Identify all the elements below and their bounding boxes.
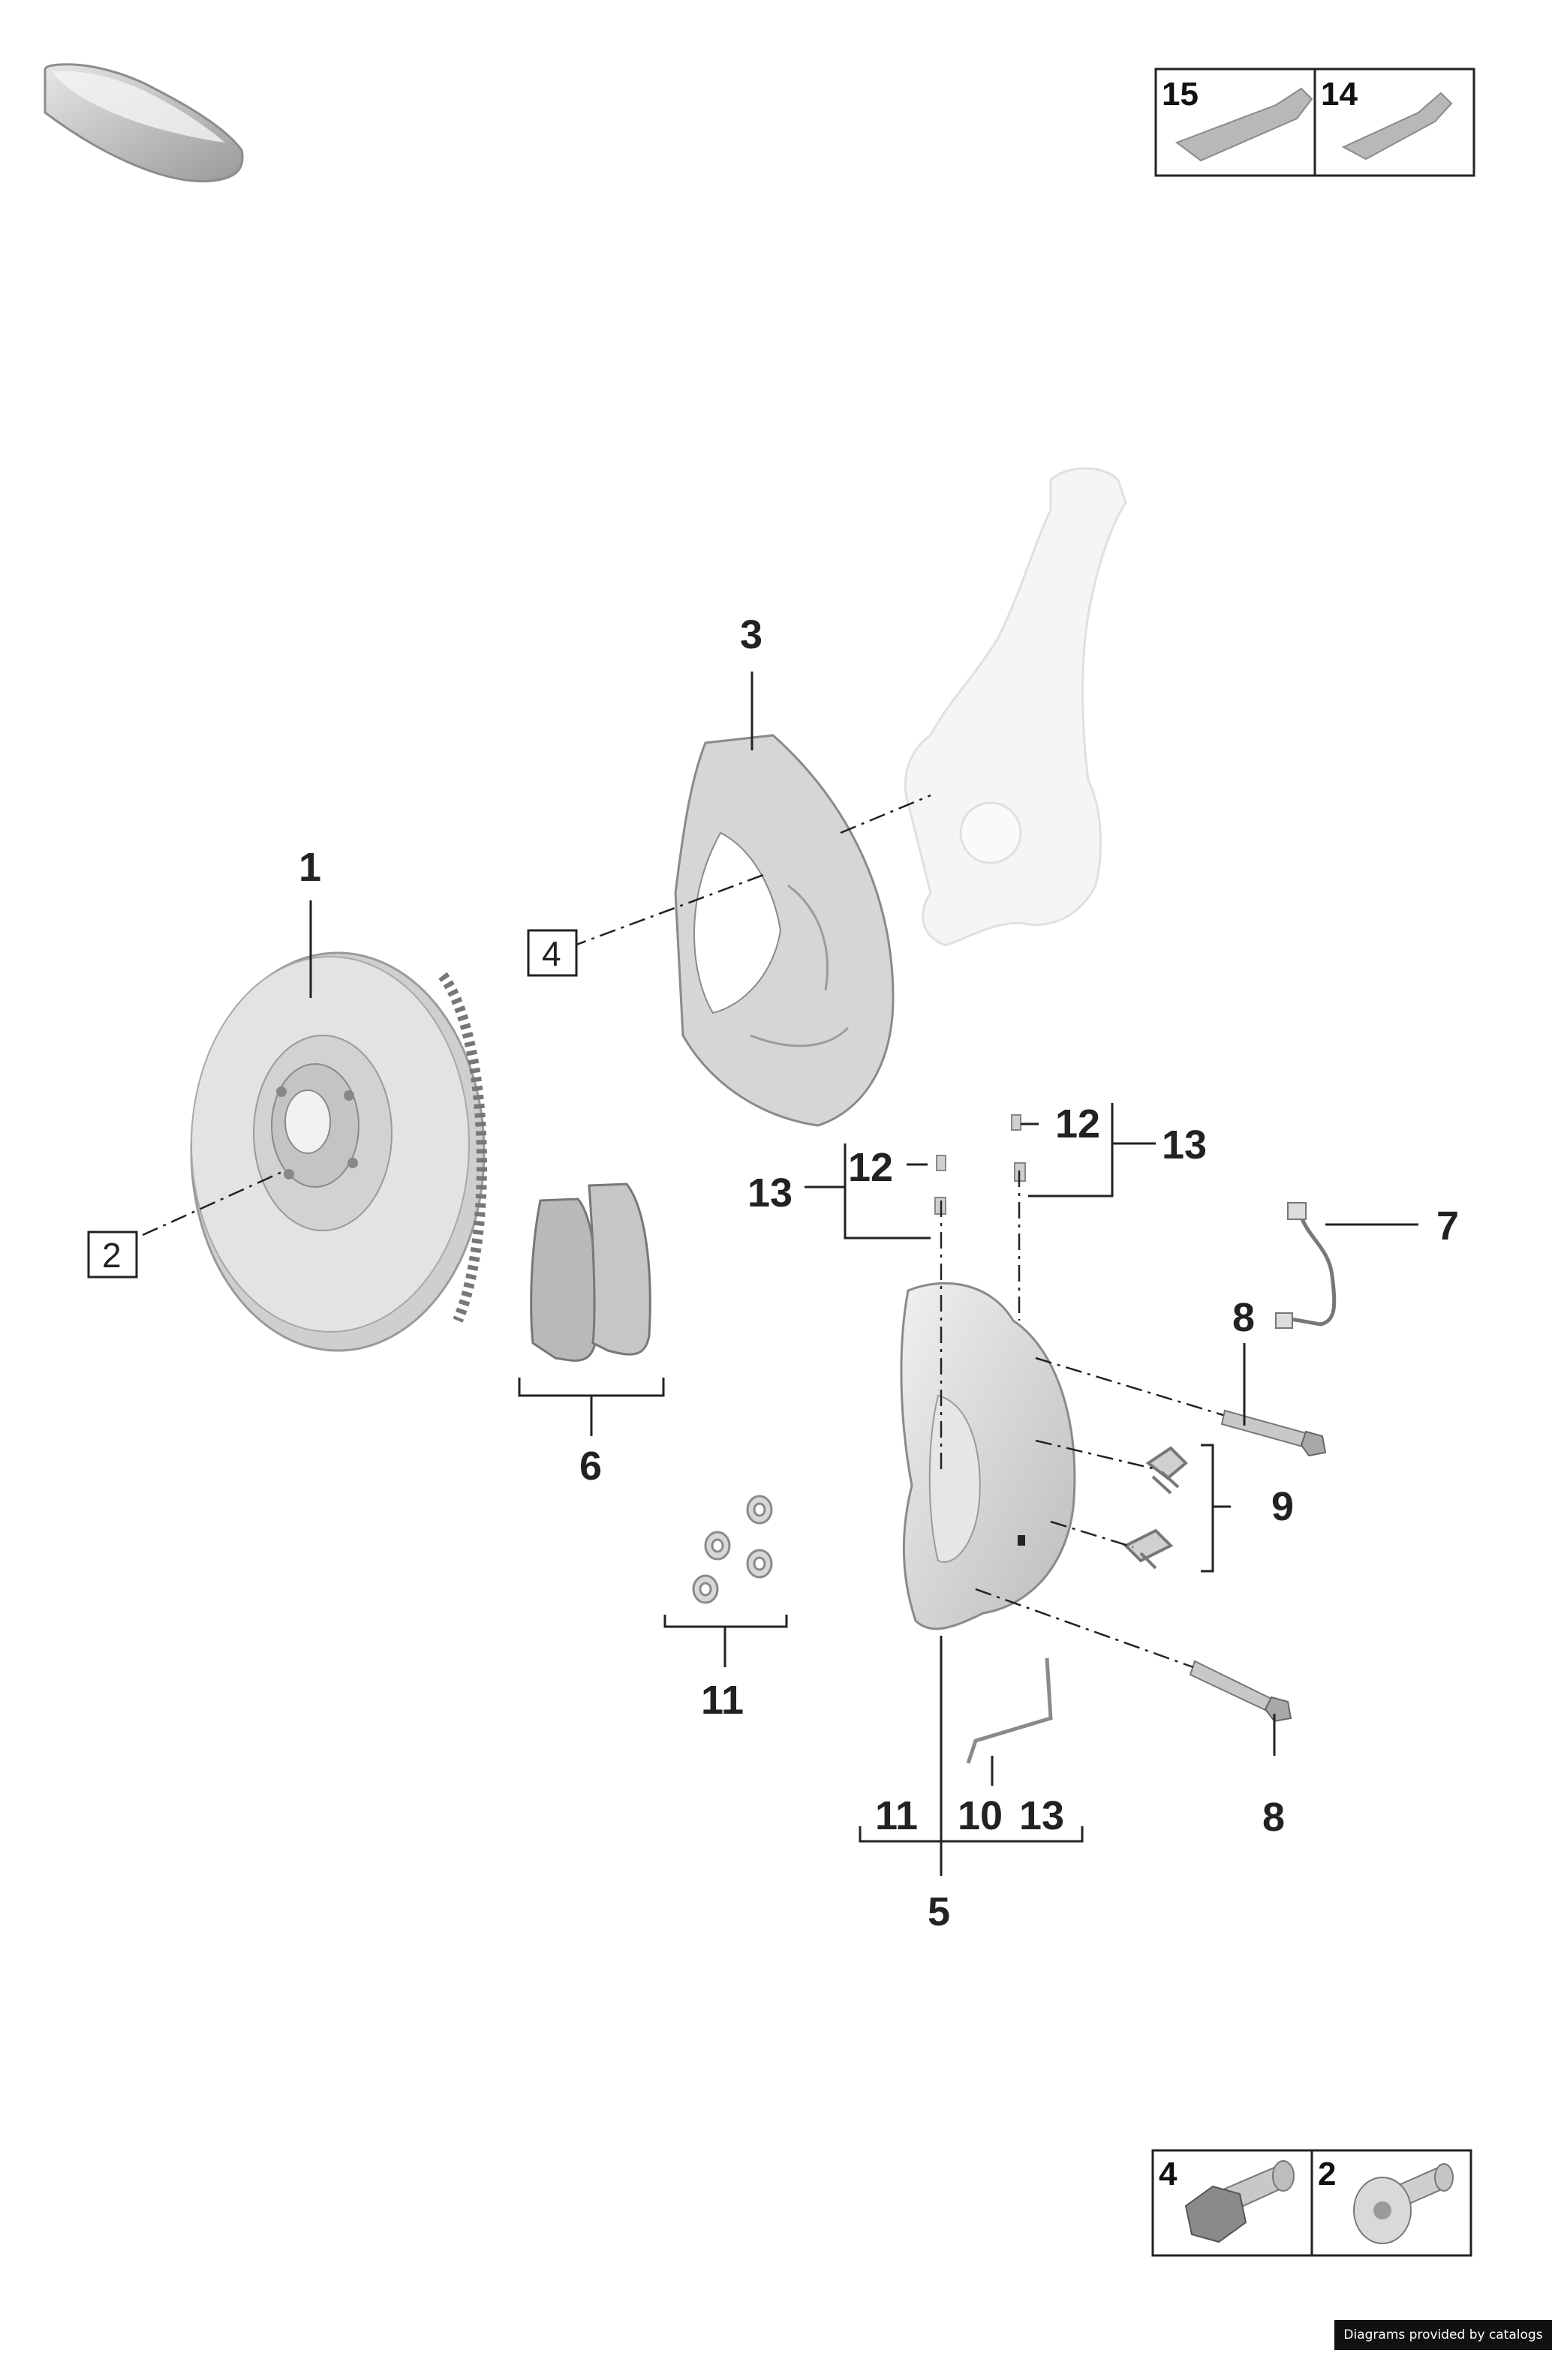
callout-11-washers: 11 (701, 1678, 744, 1723)
callout-3: 3 (740, 612, 762, 657)
vehicle-thumbnail-icon (44, 63, 244, 183)
leader-lines (309, 672, 1418, 1876)
inset-label-14: 14 (1321, 76, 1358, 113)
callout-5: 5 (928, 1889, 950, 1934)
inset-label-15: 15 (1162, 76, 1199, 113)
callout-10: 10 (958, 1793, 1003, 1838)
grease-tube-icon (1175, 87, 1313, 162)
callout-4: 4 (542, 934, 561, 973)
callout-13-assembly: 13 (1019, 1793, 1064, 1838)
callout-8-upper: 8 (1232, 1295, 1255, 1340)
callout-8-lower: 8 (1262, 1795, 1285, 1840)
guide-bolt-upper (1220, 1409, 1327, 1457)
inset-label-2: 2 (1318, 2156, 1336, 2192)
callout-7: 7 (1436, 1204, 1459, 1249)
inset-box-lubricants: 15 14 (1154, 68, 1475, 177)
callout-9: 9 (1271, 1484, 1294, 1529)
callout-6: 6 (579, 1444, 602, 1489)
inset-label-4: 4 (1159, 2156, 1178, 2192)
callout-13-left: 13 (747, 1170, 793, 1216)
callout-11-assembly: 11 (875, 1793, 918, 1838)
brake-caliper (900, 1282, 1076, 1630)
callout-13-right: 13 (1162, 1122, 1207, 1167)
callout-12-right: 12 (1055, 1101, 1100, 1146)
guide-bolt-lower (1189, 1660, 1292, 1723)
callout-2: 2 (102, 1236, 122, 1275)
steering-knuckle-ghost (904, 467, 1127, 947)
callout-12-left: 12 (848, 1145, 893, 1190)
paste-tube-icon (1341, 92, 1453, 161)
callout-1: 1 (299, 845, 321, 890)
credit-badge: Diagrams provided by catalogs parts (1334, 2320, 1552, 2372)
bleeder-valves (934, 1114, 1026, 1215)
brake-pads (530, 1182, 651, 1362)
hex-bolt-icon (1184, 2160, 1295, 2243)
countersunk-bolt-icon (1353, 2163, 1454, 2244)
brake-disc (190, 951, 488, 1352)
assembly-lines (142, 794, 1224, 1669)
harness-bracket (966, 1657, 1053, 1764)
brake-dust-shield (674, 734, 895, 1127)
seal-washers (692, 1495, 773, 1604)
inset-box-bolts: 4 2 (1151, 2149, 1472, 2257)
anti-rattle-springs (1123, 1446, 1188, 1570)
wear-sensor-harness (1275, 1202, 1337, 1329)
